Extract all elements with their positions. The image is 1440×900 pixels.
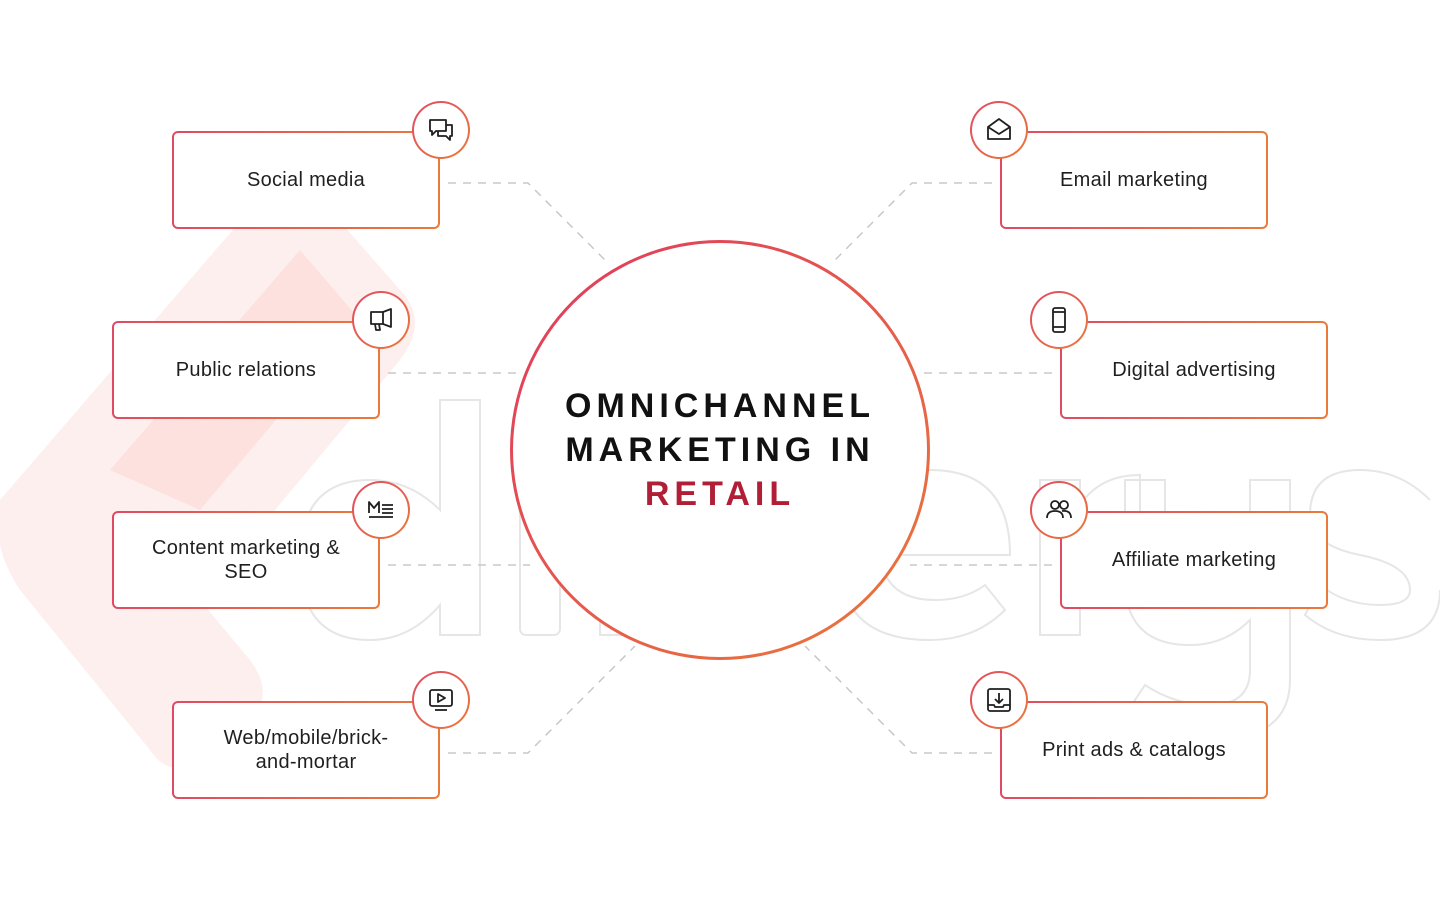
node-label-affiliate-marketing: Affiliate marketing: [1111, 549, 1277, 571]
chat-bubbles-icon: [412, 101, 470, 159]
node-web-mobile: Web/mobile/brick-and-mortar: [172, 701, 440, 799]
node-content-marketing: Content marketing & SEO: [112, 511, 380, 609]
users-icon: [1030, 481, 1088, 539]
connector-email-marketing: [834, 182, 992, 261]
center-title-line-1: OMNICHANNEL: [565, 387, 875, 425]
connector-lines: [388, 182, 1052, 754]
node-label-web-mobile: Web/mobile/brick-and-mortar: [223, 727, 389, 773]
node-label-social-media: Social media: [246, 169, 366, 191]
node-print-ads: Print ads & catalogs: [1000, 701, 1268, 799]
megaphone-icon: [352, 291, 410, 349]
connector-web-mobile: [448, 645, 636, 754]
brand-watermark-logo: [0, 190, 415, 768]
connector-social-media: [448, 182, 606, 261]
node-label-email-marketing: Email marketing: [1060, 169, 1208, 191]
connector-print-ads: [804, 645, 992, 754]
node-social-media: Social media: [172, 131, 440, 229]
node-affiliate-marketing: Affiliate marketing: [1060, 511, 1328, 609]
download-tray-icon: [970, 671, 1028, 729]
node-email-marketing: Email marketing: [1000, 131, 1268, 229]
center-title-line-3: RETAIL: [644, 475, 796, 513]
text-document-icon: [352, 481, 410, 539]
node-public-relations: Public relations: [112, 321, 380, 419]
node-label-digital-advertising: Digital advertising: [1112, 359, 1276, 381]
node-label-content-marketing: Content marketing & SEO: [151, 537, 340, 583]
monitor-play-icon: [412, 671, 470, 729]
node-label-print-ads: Print ads & catalogs: [1042, 739, 1226, 761]
envelope-icon: [970, 101, 1028, 159]
center-title-line-2: MARKETING IN: [565, 431, 875, 469]
node-digital-advertising: Digital advertising: [1060, 321, 1328, 419]
node-label-public-relations: Public relations: [175, 359, 317, 381]
smartphone-icon: [1030, 291, 1088, 349]
center-circle: OMNICHANNEL MARKETING IN RETAIL: [510, 240, 930, 660]
